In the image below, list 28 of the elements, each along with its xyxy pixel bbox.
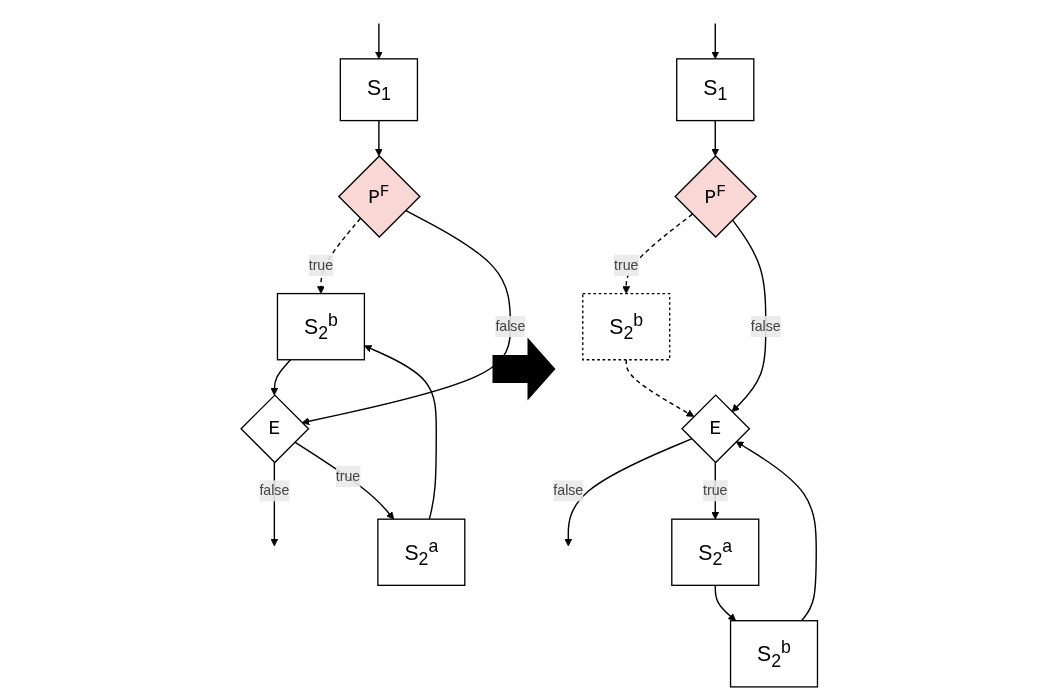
edge-label: true [614, 257, 639, 273]
arrow [375, 119, 383, 157]
arrow [294, 441, 395, 520]
arrow [375, 22, 383, 60]
edge-label: true [703, 482, 728, 498]
arrow [711, 22, 720, 60]
edge-label: true [336, 468, 361, 484]
edge-label: false [495, 318, 526, 334]
arrow [714, 584, 737, 622]
arrow [270, 359, 292, 396]
node-box: S$_{1}$ [676, 58, 755, 122]
node-diamond: P$^{F}$ [674, 155, 758, 238]
arrow [711, 119, 720, 157]
edge-label: false [751, 318, 781, 334]
node-diamond: P$^{F}$ [338, 155, 421, 238]
edge-label: true [308, 257, 334, 273]
node-diamond: E [240, 394, 310, 464]
arrow [622, 213, 694, 294]
node-diamond: E [681, 394, 751, 464]
node-box: S$_{1}$ [339, 58, 419, 122]
arrow [564, 438, 693, 547]
edge-label: false [259, 482, 290, 498]
arrow [736, 441, 818, 622]
arrow [301, 209, 512, 426]
edge-label: false [553, 482, 584, 498]
arrow [364, 345, 438, 520]
arrow [731, 219, 767, 413]
arrow [625, 359, 695, 417]
